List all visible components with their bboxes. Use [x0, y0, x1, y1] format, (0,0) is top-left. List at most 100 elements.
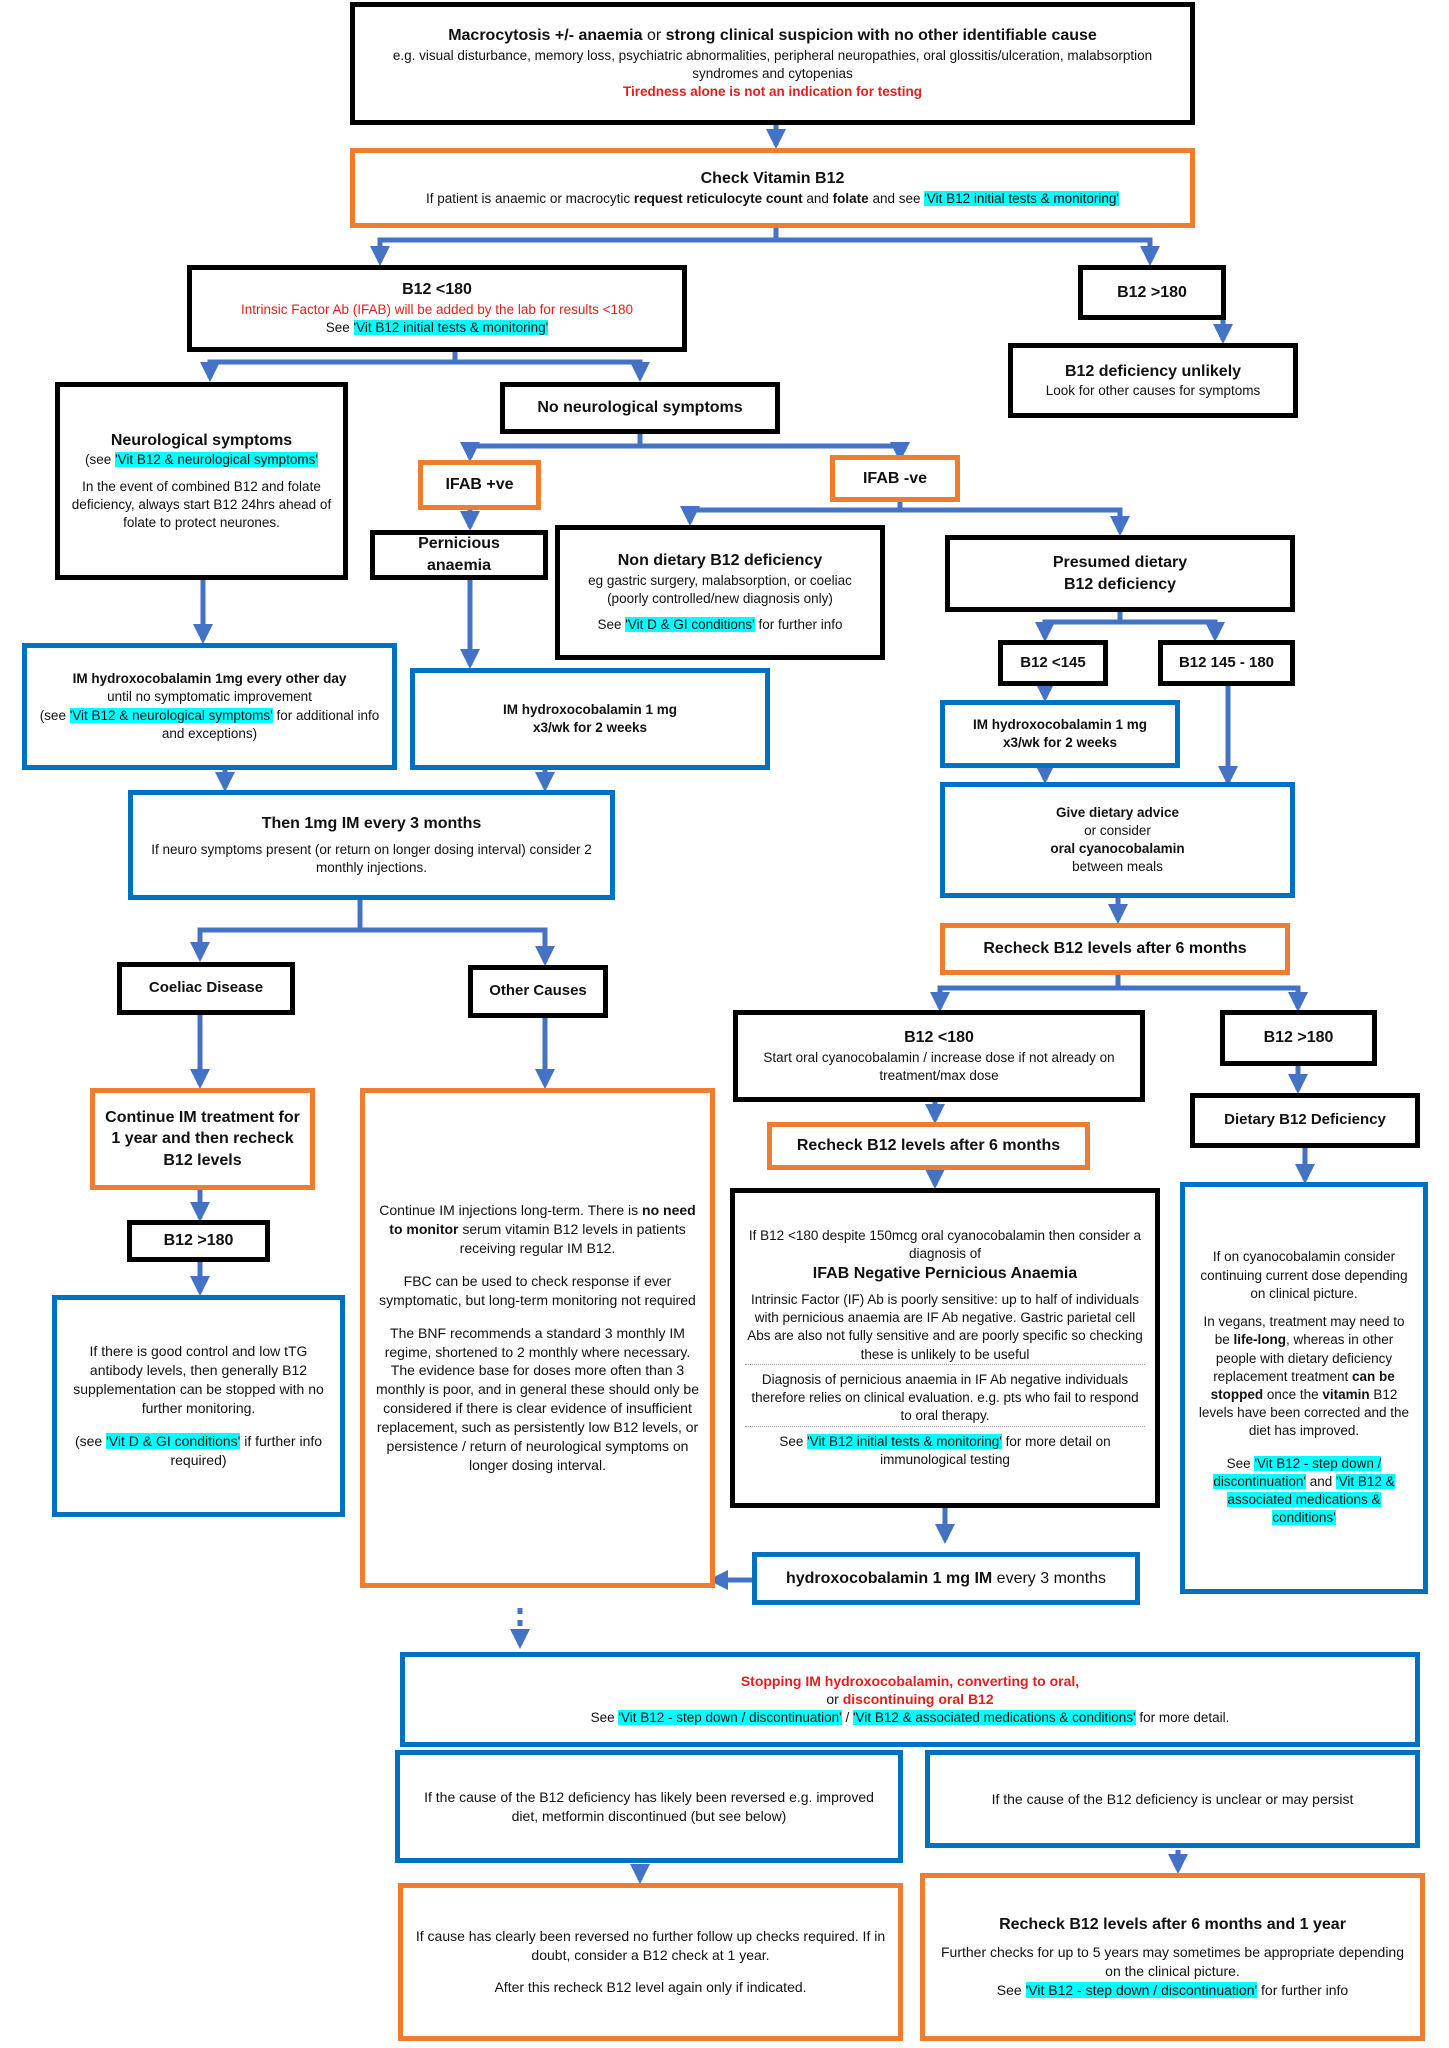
coeliac-box: Coeliac Disease: [117, 962, 295, 1015]
arrow-check-split: [370, 228, 779, 266]
link-initial-tests[interactable]: 'Vit B12 initial tests & monitoring': [924, 190, 1119, 206]
no-followup-p1: If cause has clearly been reversed no fu…: [415, 1927, 886, 1963]
recheck-6m-box-a: Recheck B12 levels after 6 months: [940, 923, 1290, 975]
dietary-advice-l3: oral cyanocobalamin: [1050, 841, 1185, 856]
b12-above-180-box-b: B12 >180: [1220, 1010, 1377, 1066]
link-step-down-3[interactable]: 'Vit B12 - step down / discontinuation': [1025, 1982, 1258, 1999]
ifab-neg-pa-p2: Diagnosis of pernicious anaemia in IF Ab…: [745, 1371, 1145, 1427]
ifab-negative-pa-box: If B12 <180 despite 150mcg oral cyanocob…: [730, 1188, 1160, 1508]
cause-unclear-box: If the cause of the B12 deficiency is un…: [925, 1750, 1420, 1848]
stopping-line2: discontinuing oral B12: [842, 1691, 994, 1708]
good-control-text: If there is good control and low tTG ant…: [73, 1343, 324, 1416]
other-causes-title: Other Causes: [489, 982, 587, 1000]
then-3-monthly-text: If neuro symptoms present (or return on …: [151, 841, 592, 875]
other-causes-box: Other Causes: [468, 965, 608, 1018]
link-assoc-meds-2[interactable]: 'Vit B12 & associated medications & cond…: [852, 1710, 1136, 1726]
link-initial-tests-2[interactable]: 'Vit B12 initial tests & monitoring': [353, 320, 549, 336]
arrow-lt180-split: [200, 350, 458, 382]
link-neuro-symptoms-2[interactable]: 'Vit B12 & neurological symptoms': [69, 707, 273, 723]
cyanocobalamin-box: If on cyanocobalamin consider continuing…: [1180, 1182, 1428, 1594]
stopping-line1: Stopping IM hydroxocobalamin, converting…: [740, 1672, 1080, 1689]
cause-reversed-text: If the cause of the B12 deficiency has l…: [424, 1788, 874, 1824]
long-term-p2: FBC can be used to check response if eve…: [379, 1272, 696, 1308]
dietary-advice-l2: or consider: [1084, 822, 1151, 838]
neuro-title: Neurological symptoms: [110, 431, 293, 449]
im-neuro-line2: until no symptomatic improvement: [107, 689, 312, 705]
link-neuro-symptoms[interactable]: 'Vit B12 & neurological symptoms': [115, 452, 319, 468]
non-dietary-title: Non dietary B12 deficiency: [617, 552, 823, 570]
b12-145-180-title: B12 145 - 180: [1178, 653, 1275, 671]
recheck-final-title: Recheck B12 levels after 6 months and 1 …: [999, 1915, 1346, 1933]
deficiency-unlikely-box: B12 deficiency unlikely Look for other c…: [1008, 343, 1298, 418]
ifab-neg-pa-title: IFAB Negative Pernicious Anaemia: [812, 1265, 1078, 1283]
presumed-dietary-box: Presumed dietary B12 deficiency: [945, 535, 1295, 612]
arrow-recheck-split: [930, 975, 1121, 1012]
b12-below-180-b-text: Start oral cyanocobalamin / increase dos…: [763, 1049, 1115, 1083]
dietary-advice-l4: between meals: [1072, 859, 1163, 875]
cause-reversed-box: If the cause of the B12 deficiency has l…: [395, 1750, 903, 1863]
non-dietary-box: Non dietary B12 deficiency eg gastric su…: [555, 525, 885, 660]
b12-below-180-box: B12 <180 Intrinsic Factor Ab (IFAB) will…: [187, 265, 687, 352]
non-dietary-text: eg gastric surgery, malabsorption, or co…: [588, 572, 852, 607]
b12-above-180-box: B12 >180: [1078, 265, 1226, 320]
im-neuro-box: IM hydroxocobalamin 1mg every other day …: [22, 643, 397, 770]
start-title-b: strong clinical suspicion with no other …: [665, 27, 1097, 45]
no-neuro-title: No neurological symptoms: [537, 399, 743, 417]
start-examples: e.g. visual disturbance, memory loss, ps…: [392, 47, 1153, 82]
link-vitd-gi-2[interactable]: 'Vit D & GI conditions': [106, 1432, 241, 1449]
neuro-text: In the event of combined B12 and folate …: [71, 478, 332, 531]
check-b12-text: If patient is anaemic or macrocytic requ…: [426, 190, 1119, 206]
b12-below-145-title: B12 <145: [1020, 653, 1086, 671]
b12-below-180-box-b: B12 <180 Start oral cyanocobalamin / inc…: [733, 1010, 1145, 1102]
link-vitd-gi[interactable]: 'Vit D & GI conditions': [625, 617, 755, 633]
im-pa-line1: IM hydroxocobalamin 1 mg: [502, 701, 678, 717]
link-initial-tests-3[interactable]: 'Vit B12 initial tests & monitoring': [807, 1433, 1002, 1449]
dietary-deficiency-box: Dietary B12 Deficiency: [1190, 1093, 1420, 1148]
recheck-6m-title-a: Recheck B12 levels after 6 months: [983, 940, 1247, 958]
im-145-line2: x3/wk for 2 weeks: [1002, 735, 1118, 750]
presumed-title-2: B12 deficiency: [1063, 575, 1177, 593]
b12-above-180-b-title: B12 >180: [1263, 1029, 1334, 1047]
start-criteria-box: Macrocytosis +/- anaemia or strong clini…: [350, 2, 1195, 125]
dietary-advice-l1: Give dietary advice: [1055, 804, 1180, 820]
b12-below-145-box: B12 <145: [998, 640, 1108, 686]
recheck-final-text: Further checks for up to 5 years may som…: [940, 1944, 1405, 1980]
im-145-line1: IM hydroxocobalamin 1 mg: [972, 716, 1148, 732]
ifab-note: Intrinsic Factor Ab (IFAB) will be added…: [240, 302, 634, 318]
im-pa-box: IM hydroxocobalamin 1 mg x3/wk for 2 wee…: [410, 668, 770, 770]
stopping-box: Stopping IM hydroxocobalamin, converting…: [400, 1652, 1420, 1747]
no-followup-box: If cause has clearly been reversed no fu…: [398, 1883, 903, 2041]
ifab-negative-box: IFAB -ve: [830, 455, 960, 502]
b12-above-180-box-c: B12 >180: [127, 1220, 270, 1262]
presumed-title-1: Presumed dietary: [1052, 553, 1188, 571]
cause-unclear-text: If the cause of the B12 deficiency is un…: [991, 1790, 1354, 1807]
link-step-down-2[interactable]: 'Vit B12 - step down / discontinuation': [618, 1710, 842, 1726]
im-pa-line2: x3/wk for 2 weeks: [532, 720, 648, 735]
hydroxocobalamin-3m-box: hydroxocobalamin 1 mg IM every 3 months: [752, 1552, 1140, 1605]
b12-above-180-title: B12 >180: [1117, 283, 1187, 301]
b12-below-180-title: B12 <180: [402, 281, 472, 299]
long-term-box: Continue IM injections long-term. There …: [360, 1088, 715, 1588]
ifab-neg-pa-intro: If B12 <180 despite 150mcg oral cyanocob…: [748, 1228, 1142, 1262]
arrow-then-split: [190, 900, 363, 962]
ifab-negative-title: IFAB -ve: [862, 469, 927, 487]
start-title-a: Macrocytosis +/- anaemia: [448, 27, 643, 45]
then-3-monthly-box: Then 1mg IM every 3 months If neuro symp…: [128, 790, 615, 900]
im-145-box: IM hydroxocobalamin 1 mg x3/wk for 2 wee…: [940, 700, 1180, 768]
no-neuro-box: No neurological symptoms: [500, 382, 780, 434]
arrow-noneuro-split: [460, 434, 643, 462]
continue-im-box: Continue IM treatment for 1 year and the…: [90, 1088, 315, 1190]
deficiency-unlikely-text: Look for other causes for symptoms: [1045, 383, 1261, 399]
b12-above-180-c-title: B12 >180: [163, 1232, 234, 1250]
im-neuro-title: IM hydroxocobalamin 1mg every other day: [72, 671, 347, 687]
recheck-6m-box-b: Recheck B12 levels after 6 months: [767, 1122, 1090, 1170]
neuro-symptoms-box: Neurological symptoms (see 'Vit B12 & ne…: [55, 382, 348, 580]
deficiency-unlikely-title: B12 deficiency unlikely: [1064, 362, 1242, 380]
check-b12-box: Check Vitamin B12 If patient is anaemic …: [350, 148, 1195, 228]
dietary-advice-box: Give dietary advice or consider oral cya…: [940, 782, 1295, 898]
b12-below-180-b-title: B12 <180: [904, 1028, 974, 1046]
ifab-neg-pa-p1: Intrinsic Factor (IF) Ab is poorly sensi…: [745, 1291, 1145, 1365]
recheck-6m-title-b: Recheck B12 levels after 6 months: [796, 1137, 1061, 1155]
cyano-p1: If on cyanocobalamin consider continuing…: [1200, 1249, 1408, 1301]
